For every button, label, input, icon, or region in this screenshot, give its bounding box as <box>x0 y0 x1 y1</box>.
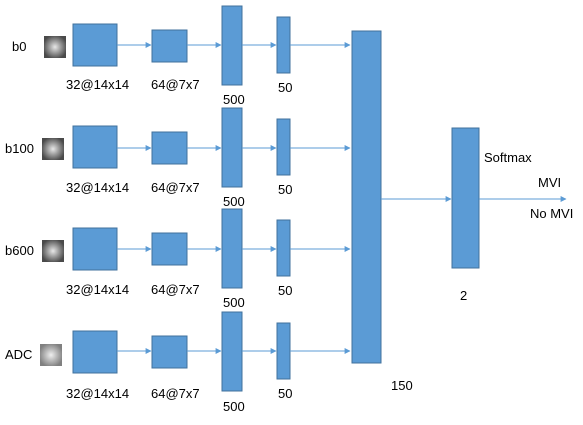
fc1-label: 500 <box>223 92 245 107</box>
conv1-block <box>72 125 118 169</box>
fc2-block <box>276 219 291 277</box>
conv1-block <box>72 23 118 67</box>
input-label: b0 <box>12 39 26 54</box>
conv1-label: 32@14x14 <box>66 180 129 195</box>
branch-b0: b0 32@14x14 64@7x7 500 50 <box>12 5 351 107</box>
conv2-label: 64@7x7 <box>151 282 200 297</box>
conv1-label: 32@14x14 <box>66 77 129 92</box>
branch-b600: b600 32@14x14 64@7x7 500 50 <box>5 208 351 310</box>
conv1-block <box>72 227 118 271</box>
fc2-block <box>276 118 291 176</box>
class-label-mvi: MVI <box>538 175 561 190</box>
fc2-block <box>276 16 291 74</box>
output-block <box>451 127 480 269</box>
branch-b100: b100 32@14x14 64@7x7 500 50 <box>5 107 351 209</box>
fc2-label: 50 <box>278 182 292 197</box>
mri-thumbnail <box>42 240 64 262</box>
mri-thumbnail <box>40 344 62 366</box>
fc1-block <box>221 208 243 289</box>
fc1-label: 500 <box>223 194 245 209</box>
conv2-block <box>151 29 188 63</box>
mri-thumbnail <box>44 36 66 58</box>
input-label: b100 <box>5 141 34 156</box>
class-label-no-mvi: No MVI <box>530 206 573 221</box>
mri-thumbnail <box>42 138 64 160</box>
fc2-label: 50 <box>278 386 292 401</box>
branch-adc: ADC 32@14x14 64@7x7 500 50 <box>5 311 351 414</box>
conv2-label: 64@7x7 <box>151 386 200 401</box>
conv2-block <box>151 335 188 369</box>
concat-label: 150 <box>391 378 413 393</box>
conv2-label: 64@7x7 <box>151 180 200 195</box>
fc1-block <box>221 107 243 188</box>
concat-block <box>351 30 382 364</box>
conv2-block <box>151 232 188 266</box>
conv2-label: 64@7x7 <box>151 77 200 92</box>
fc2-block <box>276 322 291 380</box>
conv2-block <box>151 131 188 165</box>
conv1-label: 32@14x14 <box>66 282 129 297</box>
conv1-block <box>72 330 118 374</box>
fc1-block <box>221 5 243 86</box>
fc1-label: 500 <box>223 295 245 310</box>
fc2-label: 50 <box>278 283 292 298</box>
input-label: b600 <box>5 243 34 258</box>
softmax-label: Softmax <box>484 150 532 165</box>
fc1-label: 500 <box>223 399 245 414</box>
output-size-label: 2 <box>460 288 467 303</box>
conv1-label: 32@14x14 <box>66 386 129 401</box>
input-label: ADC <box>5 347 32 362</box>
fc1-block <box>221 311 243 392</box>
fc2-label: 50 <box>278 80 292 95</box>
